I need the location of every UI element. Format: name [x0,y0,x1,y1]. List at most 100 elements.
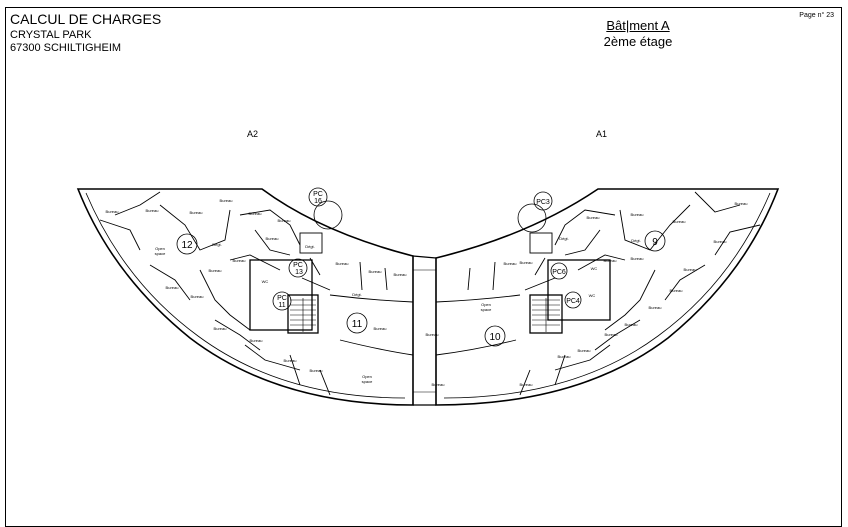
room-label: Open [481,302,491,307]
room-label: space [362,379,373,384]
room-label: Open [362,374,372,379]
room-label: Bureau [631,256,644,261]
room-label: Bureau [504,261,517,266]
right-wing-walls [435,191,761,396]
room-label: Dégt. [559,236,569,241]
zone-10-marker [484,325,506,347]
zone-11-marker [346,312,368,334]
building-name: Bât|ment A [606,18,670,33]
room-label: Bureau [284,358,297,363]
right-wing-facade-line [443,192,771,399]
room-label: Bureau [369,269,382,274]
room-label: Bureau [735,201,748,206]
room-label: Bureau [558,354,571,359]
room-label: Bureau [106,209,119,214]
room-label: Bureau [394,272,407,277]
room-label: Bureau [684,267,697,272]
zone-12-marker [176,233,198,255]
room-label: Bureau [214,326,227,331]
pc11-marker [272,291,292,311]
room-label: Bureau [233,258,246,263]
room-label: Bureau [673,219,686,224]
room-label: space [155,251,166,256]
pc4-label: PC4 [566,298,580,305]
pc13-label-a: PC [293,262,303,269]
pc11-label-b: 11 [278,302,285,309]
pc6-label: PC6 [552,269,566,276]
room-label: Bureau [310,368,323,373]
room-label: Bureau [670,288,683,293]
right-core-box [547,259,611,321]
zone-9-marker [644,230,666,252]
zone-10-label: 10 [489,332,501,343]
room-label: Bureau [146,208,159,213]
room-label: Bureau [605,332,618,337]
room-label: Bureau [249,211,262,216]
connector-walls [413,269,436,393]
room-label: Bureau [520,382,533,387]
room-label: space [481,307,492,312]
left-wing-outline [76,188,414,406]
zone-9-label: 9 [652,237,658,248]
room-label: Open [155,246,165,251]
room-label: Bureau [714,239,727,244]
room-label: Bureau [250,338,263,343]
pc16-area [313,200,343,230]
room-label: Bureau [220,198,233,203]
room-label: WC [589,293,596,298]
room-label: Bureau [191,294,204,299]
pc16-label-a: PC [313,191,323,198]
address-line-1: CRYSTAL PARK [10,28,92,41]
left-wing-facade-line [85,192,406,399]
right-stair-steps [532,298,560,332]
pc11-label-a: PC [277,295,287,302]
page-number: Page n° 23 [799,12,834,19]
left-stair-steps [290,298,316,332]
room-label: Bureau [336,261,349,266]
room-label: Bureau [604,258,617,263]
room-label: Dégt. [352,292,362,297]
room-label: Bureau [432,382,445,387]
room-label: Bureau [209,268,222,273]
room-label: Bureau [578,348,591,353]
building-block: Bât|ment A 2ème étage [588,18,688,51]
central-connector [412,255,437,406]
room-label: Bureau [374,326,387,331]
pc3-label: PC3 [536,199,550,206]
pc16-marker [308,187,328,207]
pc16-label-b: 16 [314,198,322,205]
pc3-marker [533,191,553,211]
pc13-marker [288,258,308,278]
pc3-area [517,203,547,233]
room-label: WC [591,266,598,271]
left-degt-room [299,232,323,254]
pc6-marker [550,262,568,280]
zone-11-label: 11 [352,319,363,330]
room-label: Dégt. [305,244,315,249]
room-label: Bureau [278,218,291,223]
room-label: Bureau [631,212,644,217]
address-line-2: 67300 SCHILTIGHEIM [10,42,122,55]
room-label: Bureau [520,260,533,265]
room-label: Bureau [166,285,179,290]
room-label: Bureau [587,215,600,220]
room-label: Bureau [625,322,638,327]
right-stair-box [529,294,563,334]
room-label: Dégt. [212,242,222,247]
room-label: Bureau [649,305,662,310]
room-label: Bureau [426,332,439,337]
right-degt-room [529,232,553,254]
address-block: CALCUL DE CHARGES CRYSTAL PARK 67300 SCH… [10,11,161,56]
pc4-marker [564,291,582,309]
left-stair-box [287,294,319,334]
right-wing-outline [435,188,780,406]
pc13-label-b: 13 [295,269,303,276]
wing-label-a2: A2 [247,129,259,139]
room-label: Dégt. [631,238,641,243]
floor-name: 2ème étage [603,34,673,50]
room-label: Bureau [266,236,279,241]
zone-12-label: 12 [181,240,193,251]
document-title: CALCUL DE CHARGES [10,11,162,27]
room-label: Bureau [190,210,203,215]
